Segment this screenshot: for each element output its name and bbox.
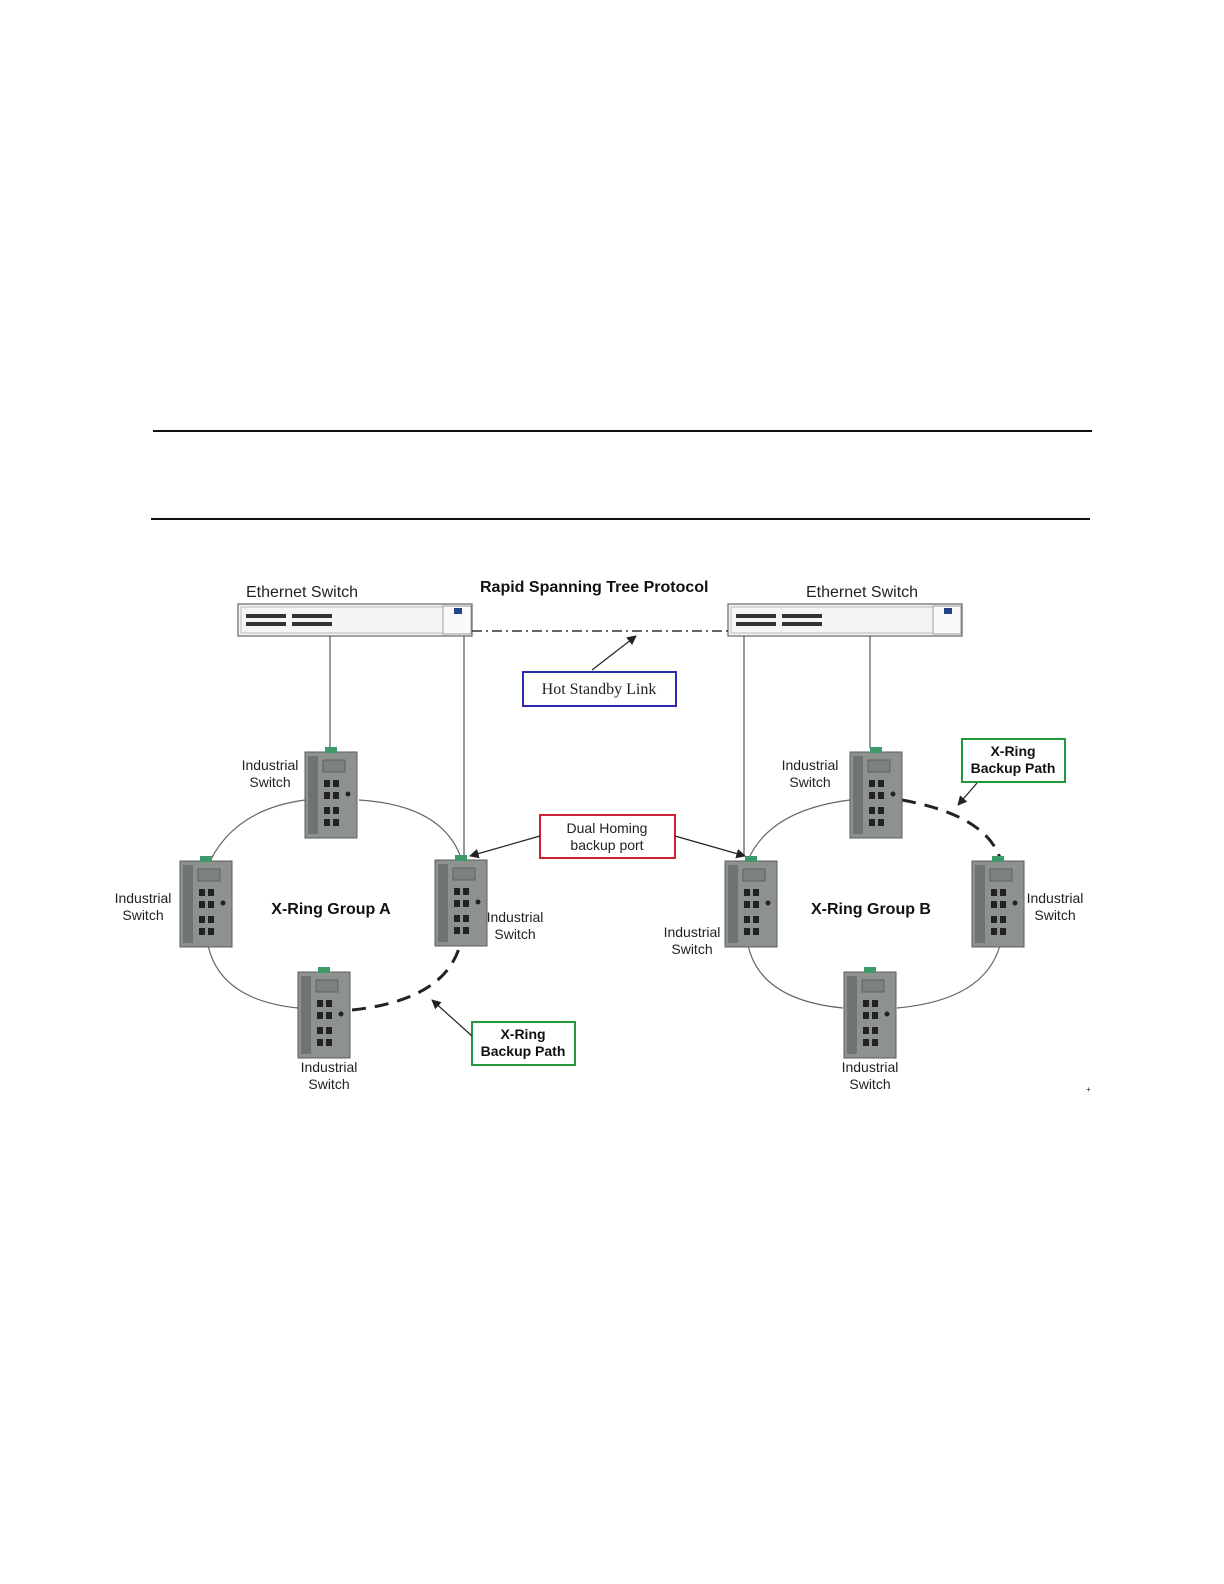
backup-path-a-line1: X-Ring	[500, 1026, 545, 1042]
dual-homing-box	[539, 814, 676, 859]
industrial-switch-a-bottom-label2: Switch	[308, 1076, 349, 1092]
hot-standby-box	[522, 671, 677, 707]
ethernet-switch-left-label: Ethernet Switch	[246, 584, 358, 601]
industrial-switch-a-right	[434, 854, 488, 947]
industrial-switch-b-top-label2: Switch	[789, 774, 830, 790]
industrial-switch-a-bottom	[297, 966, 351, 1059]
ring-a-top-right-arc	[358, 799, 461, 856]
ring-a-bottom-left-arc	[207, 944, 299, 1009]
industrial-switch-a-top-label1: Industrial	[242, 757, 299, 773]
industrial-switch-b-bottom-label2: Switch	[849, 1076, 890, 1092]
ring-b-backup-path-arc	[901, 798, 1002, 859]
industrial-switch-a-right-label1: Industrial	[487, 909, 544, 925]
backup-path-a-line2: Backup Path	[481, 1043, 566, 1059]
backup-path-box-b	[961, 738, 1066, 783]
backup-path-a-arrow	[431, 999, 473, 1037]
ring-b-bottom-right-arc	[896, 944, 1001, 1009]
industrial-switch-b-right	[971, 855, 1025, 948]
industrial-switch-a-bottom-label1: Industrial	[301, 1059, 358, 1075]
ethernet-switch-right	[727, 603, 963, 637]
ring-a-top-left-arc	[205, 799, 306, 871]
ring-a-backup-path-arc	[351, 944, 462, 1012]
industrial-switch-a-top	[304, 746, 358, 839]
backup-path-b-arrow	[957, 782, 978, 806]
industrial-switch-b-right-label2: Switch	[1034, 907, 1075, 923]
hot-standby-arrow	[591, 635, 637, 671]
backup-path-b-line2: Backup Path	[971, 760, 1056, 776]
ring-group-a-label: X-Ring Group A	[271, 901, 391, 918]
corner-mark: +	[1086, 1085, 1091, 1094]
industrial-switch-b-left-label1: Industrial	[664, 924, 721, 940]
backup-path-b-line1: X-Ring	[990, 743, 1035, 759]
industrial-switch-a-left-label1: Industrial	[115, 890, 172, 906]
industrial-switch-b-left	[724, 855, 778, 948]
industrial-switch-b-left-label2: Switch	[671, 941, 712, 957]
industrial-switch-a-right-label2: Switch	[494, 926, 535, 942]
dual-homing-arrow-left	[469, 835, 541, 859]
bottom-rule	[151, 518, 1090, 520]
industrial-switch-b-bottom-label1: Industrial	[842, 1059, 899, 1075]
industrial-switch-b-right-label1: Industrial	[1027, 890, 1084, 906]
industrial-switch-a-top-label2: Switch	[249, 774, 290, 790]
ring-b-top-left-arc	[747, 799, 851, 861]
top-rule	[153, 430, 1092, 432]
industrial-switch-a-left	[179, 855, 233, 948]
dual-homing-label-line1: Dual Homing	[567, 820, 648, 836]
dual-homing-label-line2: backup port	[570, 837, 643, 853]
diagram-title: Rapid Spanning Tree Protocol	[480, 579, 708, 596]
industrial-switch-b-top-label1: Industrial	[782, 757, 839, 773]
dual-homing-arrow-right	[674, 835, 746, 859]
ring-b-bottom-left-arc	[747, 944, 844, 1009]
industrial-switch-b-top	[849, 746, 903, 839]
ethernet-switch-right-label: Ethernet Switch	[806, 584, 918, 601]
hot-standby-label: Hot Standby Link	[542, 681, 657, 698]
backup-path-box-a	[471, 1021, 576, 1066]
industrial-switch-a-left-label2: Switch	[122, 907, 163, 923]
ethernet-switch-left	[237, 603, 473, 637]
industrial-switch-b-bottom	[843, 966, 897, 1059]
ring-group-b-label: X-Ring Group B	[811, 901, 931, 918]
